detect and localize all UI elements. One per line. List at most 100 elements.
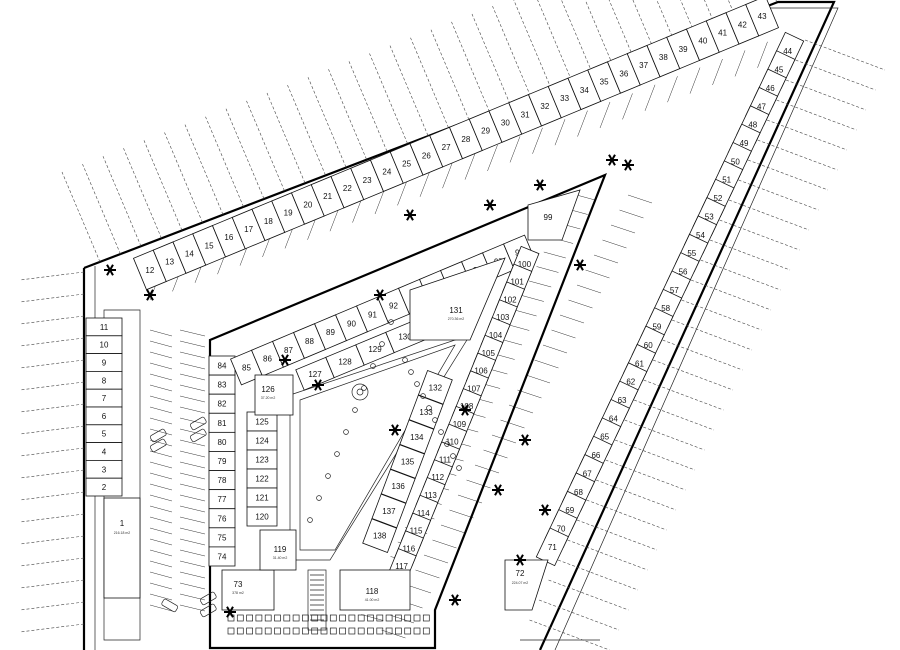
unit-label: 5	[102, 430, 107, 439]
unit-85[interactable]: 85	[230, 349, 263, 386]
unit-74[interactable]: 74	[208, 546, 236, 567]
unit-label: 4	[102, 448, 107, 457]
tree-icon	[574, 259, 586, 271]
unit-label: 36	[619, 69, 628, 78]
unit-10[interactable]: 10	[85, 335, 123, 355]
tree-icon	[622, 159, 634, 171]
unit-label: 12	[145, 266, 154, 275]
tree-icon	[514, 554, 526, 566]
unit-80[interactable]: 80	[208, 431, 236, 452]
unit-label: 32	[540, 102, 549, 111]
unit-label: 28	[461, 135, 470, 144]
unit-label: 43	[758, 12, 767, 21]
large-units: 1 216.18 m2 72 224.07 m2 73 378 m2 99 11…	[103, 189, 581, 611]
unit-119[interactable]: 119 31.40 m2	[259, 529, 297, 571]
unit-label: 34	[580, 86, 589, 95]
unit-label: 80	[218, 438, 227, 447]
tree-icon	[449, 594, 461, 606]
svg-text:41.00 m2: 41.00 m2	[365, 598, 380, 602]
unit-138[interactable]: 138	[362, 518, 398, 553]
unit-label: 133	[419, 408, 433, 417]
unit-7[interactable]: 7	[85, 388, 123, 408]
unit-131[interactable]: 131 270.36 m2	[409, 257, 506, 341]
unit-43[interactable]: 43	[745, 0, 780, 37]
unit-8[interactable]: 8	[85, 370, 123, 390]
unit-label: 82	[218, 400, 227, 409]
unit-120[interactable]: 120	[246, 506, 278, 527]
unit-label: 51	[722, 176, 731, 185]
unit-134[interactable]: 134	[399, 419, 435, 455]
unit-label: 121	[255, 494, 269, 503]
unit-label: 115	[410, 527, 423, 536]
unit-label: 66	[591, 451, 600, 460]
unit-76[interactable]: 76	[208, 508, 236, 529]
unit-81[interactable]: 81	[208, 412, 236, 433]
unit-83[interactable]: 83	[208, 374, 236, 395]
unit-78[interactable]: 78	[208, 470, 236, 491]
unit-9[interactable]: 9	[85, 353, 123, 372]
tree-icon	[224, 606, 236, 618]
unit-label: 33	[560, 94, 569, 103]
unit-label: 102	[503, 295, 517, 304]
unit-118[interactable]: 118 41.00 m2	[339, 569, 411, 611]
tree-icon	[459, 404, 471, 416]
unit-132[interactable]: 132	[417, 370, 453, 405]
tree-icon	[534, 179, 546, 191]
unit-label: 106	[474, 367, 488, 376]
unit-label: 87	[284, 346, 293, 355]
unit-label: 122	[255, 475, 269, 484]
unit-label: 48	[748, 121, 757, 130]
unit-90[interactable]: 90	[335, 305, 368, 342]
unit-77[interactable]: 77	[208, 489, 236, 510]
plaza	[227, 319, 462, 635]
unit-5[interactable]: 5	[85, 424, 123, 444]
unit-136[interactable]: 136	[380, 468, 416, 504]
unit-88[interactable]: 88	[293, 323, 326, 359]
unit-label: 61	[635, 359, 644, 368]
unit-6[interactable]: 6	[85, 406, 123, 426]
unit-2[interactable]: 2	[85, 477, 123, 497]
unit-4[interactable]: 4	[85, 442, 123, 461]
unit-137[interactable]: 137	[371, 493, 407, 529]
unit-79[interactable]: 79	[208, 451, 236, 471]
unit-label: 128	[338, 357, 352, 366]
tree-icon	[404, 209, 416, 221]
unit-126[interactable]: 126 37.20 m2	[254, 374, 294, 416]
unit-82[interactable]: 82	[208, 393, 236, 414]
unit-label: 44	[783, 47, 792, 56]
unit-1[interactable]: 1 216.18 m2	[103, 497, 141, 599]
svg-text:72: 72	[516, 569, 525, 578]
unit-label: 116	[402, 544, 415, 553]
unit-75[interactable]: 75	[208, 527, 236, 548]
unit-3[interactable]: 3	[85, 459, 123, 479]
unit-label: 41	[718, 28, 727, 37]
unit-label: 19	[284, 209, 293, 218]
unit-121[interactable]: 121	[246, 487, 278, 508]
svg-text:118: 118	[366, 587, 379, 596]
unit-123[interactable]: 123	[246, 449, 278, 470]
unit-label: 90	[347, 319, 356, 328]
unit-label: 123	[255, 456, 269, 465]
svg-text:126: 126	[261, 385, 275, 394]
trees	[104, 154, 634, 618]
unit-73[interactable]: 73 378 m2	[221, 569, 275, 611]
unit-135[interactable]: 135	[390, 444, 425, 479]
unit-label: 8	[102, 376, 107, 385]
unit-label: 7	[102, 394, 107, 403]
property-lines	[19, 0, 886, 650]
unit-122[interactable]: 122	[246, 468, 278, 489]
unit-label: 109	[453, 420, 467, 429]
unit-133[interactable]: 133	[408, 394, 444, 430]
unit-label: 15	[205, 241, 214, 250]
unit-label: 67	[583, 469, 592, 478]
unit-72[interactable]: 72 224.07 m2	[504, 559, 549, 611]
unit-label: 60	[644, 341, 653, 350]
unit-124[interactable]: 124	[246, 430, 278, 451]
unit-label: 125	[255, 418, 269, 427]
unit-11[interactable]: 11	[85, 317, 123, 337]
unit-label: 38	[659, 53, 668, 62]
unit-label: 16	[224, 233, 233, 242]
unit-99[interactable]: 99	[527, 189, 581, 241]
unit-label: 88	[305, 337, 314, 346]
tree-icon	[144, 289, 156, 301]
